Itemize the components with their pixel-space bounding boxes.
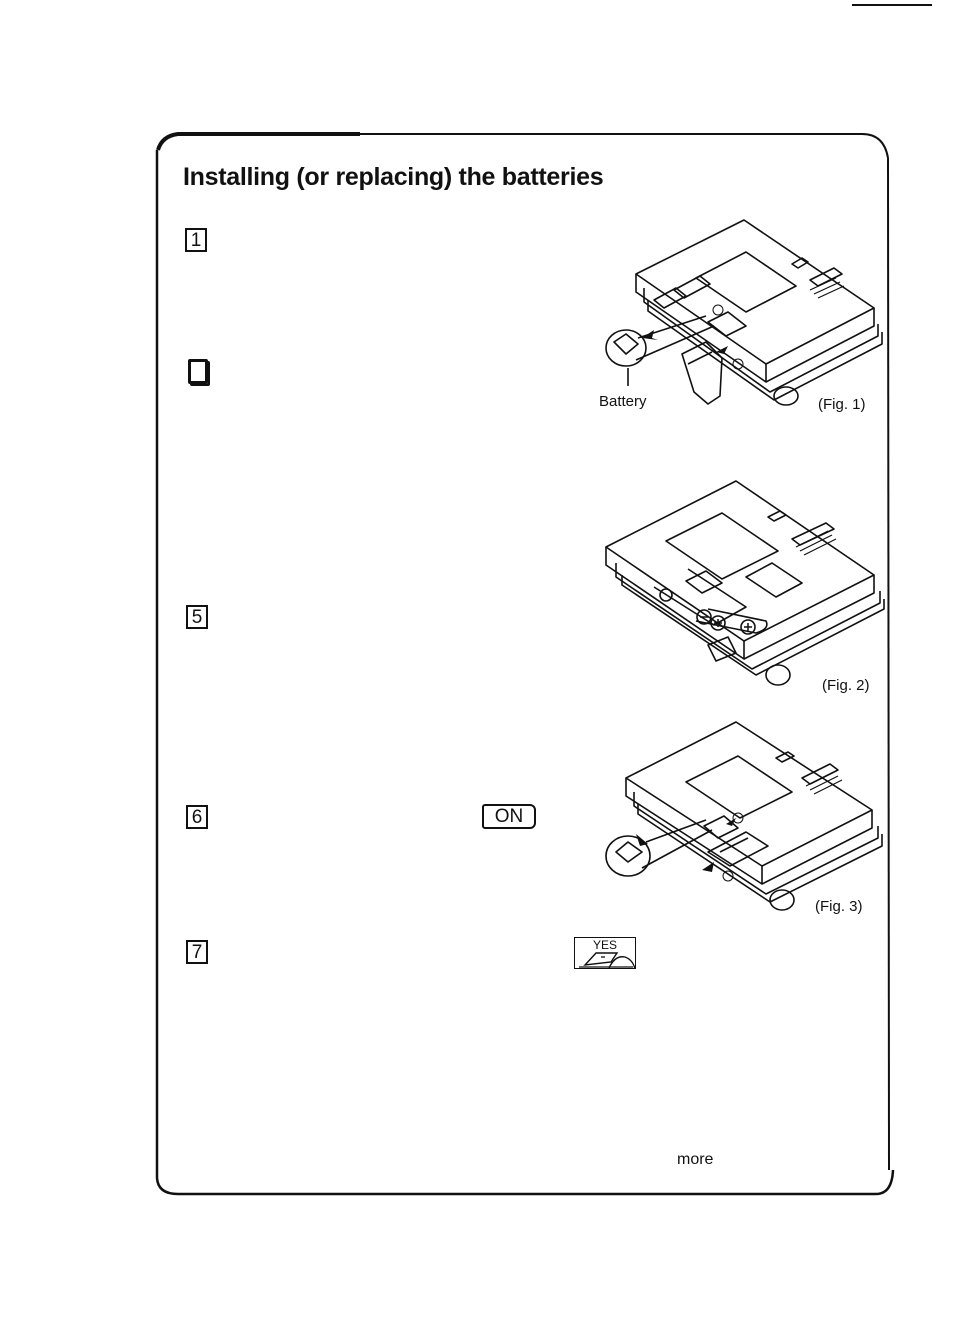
on-key: ON: [482, 804, 536, 829]
figure-1-caption: (Fig. 1): [818, 396, 866, 413]
step-number-7: 7: [186, 940, 208, 964]
step-number-6: 6: [186, 805, 208, 829]
page-title: Installing (or replacing) the batteries: [183, 163, 604, 191]
figure-1-illustration: [605, 219, 883, 406]
yes-key-label: YES: [592, 938, 617, 952]
figure-2-caption: (Fig. 2): [822, 677, 870, 694]
step-number-1: 1: [185, 228, 207, 252]
top-rule: [852, 4, 932, 6]
continued-indicator: more: [677, 1151, 714, 1168]
figure-3-caption: (Fig. 3): [815, 898, 863, 915]
yes-key: YES: [574, 937, 636, 970]
checkbox-icon: [188, 359, 208, 384]
figure-2-illustration: [605, 480, 885, 686]
figure-3-illustration: [605, 721, 883, 911]
step-number-5: 5: [186, 605, 208, 629]
battery-callout-label: Battery: [599, 393, 647, 410]
finger-press-icon: [579, 952, 636, 970]
